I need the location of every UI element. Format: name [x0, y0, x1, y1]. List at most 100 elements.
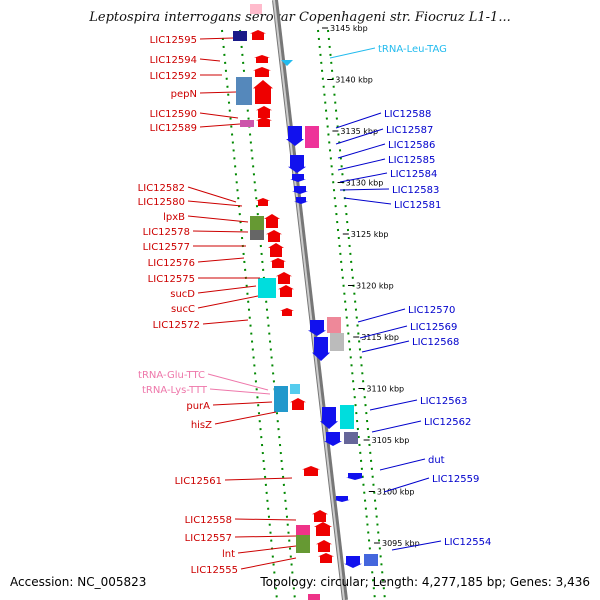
gene-label-hisz[interactable]: hisZ	[191, 420, 212, 431]
gene-label-lic12577[interactable]: LIC12577	[143, 242, 190, 253]
gene-label-lic12590[interactable]: LIC12590	[150, 109, 197, 120]
gene-label-lic12570[interactable]: LIC12570	[408, 305, 455, 316]
gene-label-lpxb[interactable]: lpxB	[163, 212, 185, 223]
gene-feature[interactable]	[256, 198, 270, 206]
gene-label-lic12583[interactable]: LIC12583	[392, 185, 439, 196]
gene-label-lic12580[interactable]: LIC12580	[138, 197, 185, 208]
gene-feature[interactable]	[320, 407, 338, 429]
gene-label-lic12589[interactable]: LIC12589	[150, 123, 197, 134]
gene-label-succ[interactable]: sucC	[171, 304, 195, 315]
gene-label-lic12588[interactable]: LIC12588	[384, 109, 431, 120]
gene-label-trna-leu-tag[interactable]: tRNA-Leu-TAG	[378, 44, 447, 55]
gene-label-lic12578[interactable]: LIC12578	[143, 227, 190, 238]
gene-label-lic12558[interactable]: LIC12558	[185, 515, 232, 526]
gene-feature[interactable]	[233, 31, 247, 41]
gene-feature[interactable]	[364, 554, 378, 566]
gene-feature[interactable]	[312, 337, 330, 361]
gene-feature[interactable]	[327, 317, 341, 333]
gene-feature[interactable]	[253, 67, 271, 77]
gene-label-trna-lys-ttt[interactable]: tRNA-Lys-TTT	[142, 385, 208, 396]
gene-feature[interactable]	[254, 55, 270, 63]
gene-feature[interactable]	[324, 432, 342, 446]
gene-label-lic12572[interactable]: LIC12572	[153, 320, 200, 331]
gene-feature[interactable]	[296, 525, 310, 535]
gene-feature[interactable]	[344, 556, 362, 568]
gene-feature[interactable]	[250, 4, 262, 14]
label-leader-line	[329, 47, 376, 59]
gene-feature[interactable]	[344, 432, 358, 444]
gene-label-lic12555[interactable]: LIC12555	[191, 565, 238, 576]
gene-feature[interactable]	[308, 594, 320, 600]
gene-label-lic12559[interactable]: LIC12559	[432, 474, 479, 485]
label-leader-line	[335, 128, 384, 145]
gene-feature[interactable]	[250, 216, 264, 230]
gene-feature[interactable]	[340, 405, 354, 429]
gene-label-lic12586[interactable]: LIC12586	[388, 140, 435, 151]
gene-feature[interactable]	[316, 540, 332, 552]
gene-label-trna-glu-ttc[interactable]: tRNA-Glu-TTC	[138, 370, 205, 381]
gene-feature[interactable]	[294, 197, 308, 204]
gene-feature[interactable]	[290, 384, 300, 394]
gene-label-lic12592[interactable]: LIC12592	[150, 71, 197, 82]
label-leader-line	[212, 401, 273, 406]
gene-feature[interactable]	[288, 155, 306, 173]
gene-feature[interactable]	[236, 77, 252, 105]
gene-feature[interactable]	[266, 230, 282, 242]
gene-label-lnt[interactable]: lnt	[222, 549, 235, 560]
gene-feature[interactable]	[253, 80, 273, 104]
gene-feature[interactable]	[308, 320, 326, 336]
gene-label-lic12576[interactable]: LIC12576	[148, 258, 195, 269]
gene-label-lic12563[interactable]: LIC12563	[420, 396, 467, 407]
gene-label-pura[interactable]: purA	[186, 401, 210, 412]
gene-label-lic12569[interactable]: LIC12569	[410, 322, 457, 333]
gene-feature[interactable]	[330, 333, 344, 351]
gene-feature[interactable]	[256, 117, 272, 127]
gene-feature[interactable]	[312, 510, 328, 522]
gene-feature[interactable]	[305, 126, 319, 148]
gene-feature[interactable]	[302, 466, 320, 476]
gene-label-lic12584[interactable]: LIC12584	[390, 169, 437, 180]
label-leader-line	[199, 58, 221, 62]
gene-label-lic12561[interactable]: LIC12561	[175, 476, 222, 487]
gene-feature[interactable]	[290, 398, 306, 410]
gene-feature[interactable]	[318, 553, 334, 563]
gene-feature[interactable]	[296, 535, 310, 553]
gene-feature[interactable]	[250, 30, 266, 40]
gene-label-lic12554[interactable]: LIC12554	[444, 537, 491, 548]
gene-feature[interactable]	[240, 120, 254, 127]
gene-label-dut[interactable]: dut	[428, 455, 445, 466]
gene-feature[interactable]	[270, 258, 286, 268]
gene-label-lic12582[interactable]: LIC12582	[138, 183, 185, 194]
gene-label-lic12585[interactable]: LIC12585	[388, 155, 435, 166]
gene-feature[interactable]	[286, 126, 304, 146]
trna-feature[interactable]	[281, 60, 293, 66]
gene-feature[interactable]	[292, 186, 308, 194]
gene-feature[interactable]	[334, 496, 350, 502]
gene-label-lic12575[interactable]: LIC12575	[148, 274, 195, 285]
gene-label-lic12568[interactable]: LIC12568	[412, 337, 459, 348]
label-leader-line	[234, 535, 297, 538]
gene-feature[interactable]	[274, 386, 288, 412]
gene-feature[interactable]	[278, 285, 294, 297]
gene-label-lic12595[interactable]: LIC12595	[150, 35, 197, 46]
gene-feature[interactable]	[250, 230, 264, 240]
gene-feature[interactable]	[268, 243, 284, 257]
gene-feature[interactable]	[346, 473, 364, 480]
gene-feature[interactable]	[256, 106, 272, 118]
gene-feature[interactable]	[280, 308, 294, 316]
gene-label-pepn[interactable]: pepN	[171, 89, 197, 100]
gene-label-sucd[interactable]: sucD	[170, 289, 195, 300]
kbp-label: 3105 kbp	[372, 436, 410, 445]
gene-label-lic12587[interactable]: LIC12587	[386, 125, 433, 136]
gene-label-lic12557[interactable]: LIC12557	[185, 533, 232, 544]
gene-feature[interactable]	[290, 174, 306, 182]
gene-feature[interactable]	[314, 522, 332, 536]
gene-feature[interactable]	[258, 278, 276, 298]
label-leader-line	[199, 37, 234, 40]
gene-feature[interactable]	[264, 214, 280, 228]
gene-label-lic12581[interactable]: LIC12581	[394, 200, 441, 211]
gene-label-lic12562[interactable]: LIC12562	[424, 417, 471, 428]
label-leader-line	[337, 143, 386, 159]
gene-feature[interactable]	[276, 272, 292, 284]
gene-label-lic12594[interactable]: LIC12594	[150, 55, 197, 66]
